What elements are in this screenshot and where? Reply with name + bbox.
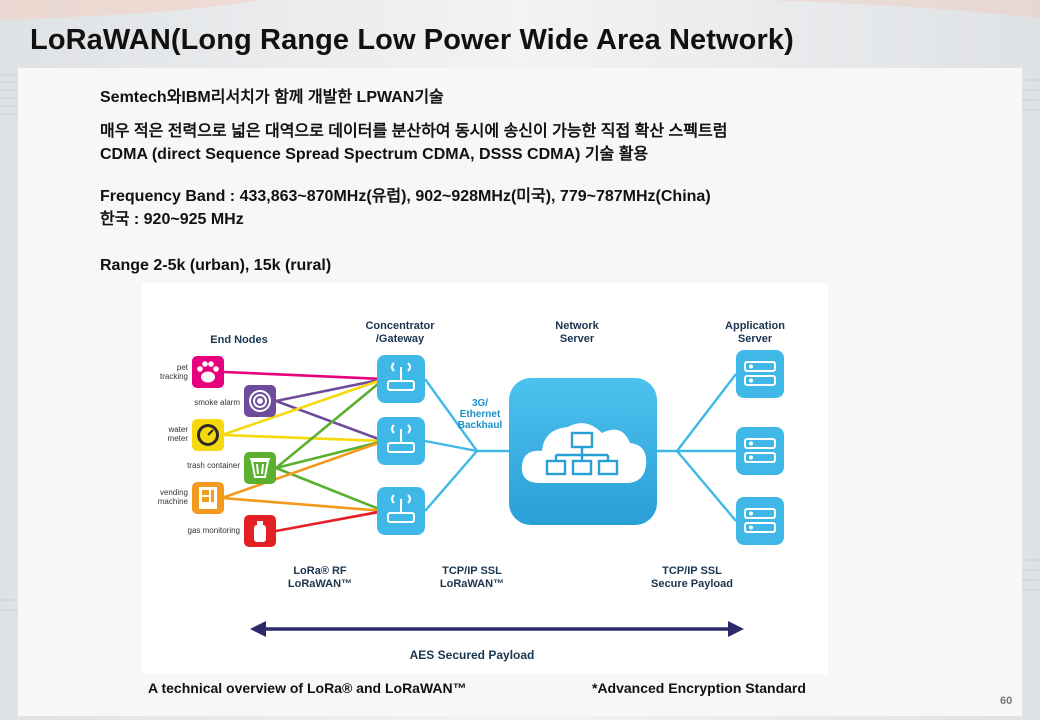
paw-icon xyxy=(197,361,219,383)
link-pet-gw1 xyxy=(222,370,386,381)
link-vending-gw3 xyxy=(220,496,386,513)
backhaul-label-1: 3G/ xyxy=(472,398,488,409)
link-server-app3 xyxy=(676,450,737,522)
link-gw2-backhaul xyxy=(424,439,478,453)
link-water-gw2 xyxy=(220,433,386,443)
server-icon xyxy=(744,438,776,463)
network-hierarchy-icon xyxy=(545,431,619,476)
node-label-meter: meter xyxy=(168,434,189,443)
antenna-icon xyxy=(387,424,415,453)
protocol-lora-rf: LoRa® RF xyxy=(293,565,347,577)
node-label-machine: machine xyxy=(158,497,189,506)
header-application: Application xyxy=(725,320,785,332)
header-network: Network xyxy=(555,320,599,332)
water-meter-node xyxy=(192,419,224,451)
range-line: Range 2-5k (urban), 15k (rural) xyxy=(100,257,332,274)
gateway-1 xyxy=(377,355,425,403)
node-label-smoke-alarm: smoke alarm xyxy=(194,398,240,407)
header-concentrator: Concentrator xyxy=(365,320,435,332)
node-label-gas: gas monitoring xyxy=(188,526,240,535)
water-meter-icon xyxy=(197,424,219,446)
header-application-server: Server xyxy=(738,333,773,345)
protocol-lorawan-1: LoRaWAN™ xyxy=(288,578,352,590)
node-label-water: water xyxy=(167,425,188,434)
antenna-icon xyxy=(387,362,415,391)
node-label-tracking: tracking xyxy=(160,372,188,381)
gateway-2 xyxy=(377,417,425,465)
node-label-trash: trash container xyxy=(187,461,240,470)
vending-icon xyxy=(199,487,217,509)
trash-icon xyxy=(250,458,270,478)
protocol-tcp-ssl-1: TCP/IP SSL xyxy=(442,565,502,577)
pet-tracking-node xyxy=(192,356,224,388)
aes-label: AES Secured Payload xyxy=(410,648,535,662)
protocol-secure-payload: Secure Payload xyxy=(651,578,733,590)
header-end-nodes: End Nodes xyxy=(210,334,267,346)
gas-icon xyxy=(254,521,266,542)
application-server-2 xyxy=(736,427,784,475)
vending-machine-node xyxy=(192,482,224,514)
server-icon xyxy=(744,361,776,386)
smoke-alarm-node xyxy=(244,385,276,417)
node-label-pet: pet xyxy=(177,363,189,372)
link-vending-gw2 xyxy=(220,439,386,500)
antenna-icon xyxy=(387,494,415,523)
header-network-server: Server xyxy=(560,333,595,345)
frequency-band-line: Frequency Band : 433,863~870MHz(유럽), 902… xyxy=(100,188,711,205)
link-trash-gw2 xyxy=(274,439,386,470)
link-trash-gw3 xyxy=(274,466,386,513)
gas-monitoring-node xyxy=(244,515,276,547)
caption-left: A technical overview of LoRa® and LoRaWA… xyxy=(148,680,467,696)
link-gas-gw3 xyxy=(274,509,386,533)
lorawan-architecture-diagram: End Nodes Concentrator /Gateway Network … xyxy=(142,283,828,674)
network-server xyxy=(509,378,657,525)
server-icon xyxy=(744,508,776,533)
page-number: 60 xyxy=(1000,695,1013,707)
link-water-gw1 xyxy=(220,377,386,437)
description-line-1: 매우 적은 전력으로 넓은 대역으로 데이터를 분산하여 동시에 송신이 가능한… xyxy=(100,123,728,140)
cloud-icon xyxy=(521,423,647,483)
protocol-tcp-ssl-2: TCP/IP SSL xyxy=(662,565,722,577)
header-gateway: /Gateway xyxy=(376,333,425,345)
protocol-lorawan-2: LoRaWAN™ xyxy=(440,578,504,590)
aes-arrow xyxy=(250,621,744,637)
backhaul-label-2: Ethernet xyxy=(460,409,501,420)
link-gw3-backhaul xyxy=(424,450,478,512)
link-smoke-gw2 xyxy=(274,399,386,443)
application-server-3 xyxy=(736,497,784,545)
smoke-alarm-icon xyxy=(249,390,271,412)
intro-line: Semtech와IBM리서치가 함께 개발한 LPWAN기술 xyxy=(100,89,444,106)
application-server-1 xyxy=(736,350,784,398)
link-trash-gw1 xyxy=(274,377,386,470)
link-server-app1 xyxy=(676,373,737,452)
slide-title: LoRaWAN(Long Range Low Power Wide Area N… xyxy=(30,24,794,56)
backhaul-label-3: Backhaul xyxy=(458,420,503,431)
trash-container-node xyxy=(244,452,276,484)
caption-right: *Advanced Encryption Standard xyxy=(592,680,806,696)
korea-band-line: 한국 : 920~925 MHz xyxy=(100,211,244,228)
description-line-2: CDMA (direct Sequence Spread Spectrum CD… xyxy=(100,146,649,163)
link-smoke-gw1 xyxy=(274,377,386,403)
node-label-vending: vending xyxy=(160,488,188,497)
link-gw1-backhaul xyxy=(424,378,478,452)
gateway-3 xyxy=(377,487,425,535)
